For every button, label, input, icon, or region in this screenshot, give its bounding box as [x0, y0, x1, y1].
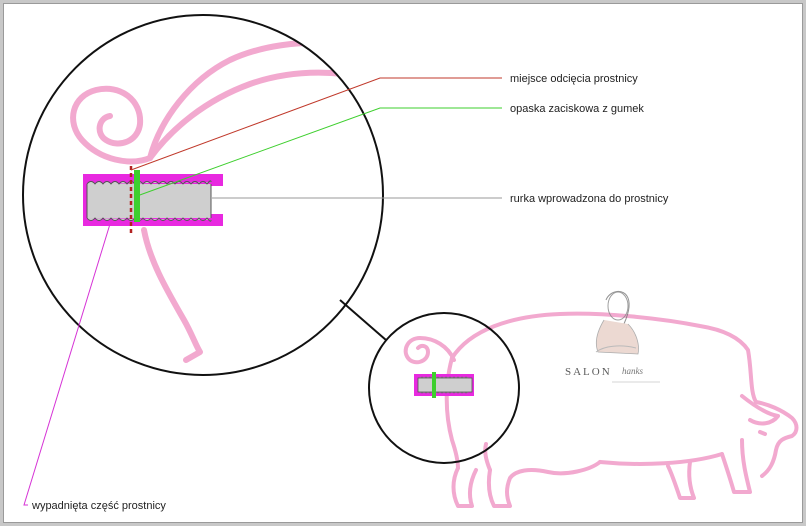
- pig-rump-line: [141, 227, 203, 363]
- small-device: [414, 372, 474, 398]
- salon-watermark-logo: SALON hanks: [565, 291, 660, 383]
- leader-cut-site: [130, 77, 502, 171]
- label-inserted-tube: rurka wprowadzona do prostnicy: [510, 193, 669, 205]
- small-magnifier-circle: [368, 312, 520, 464]
- pig-back-line: [147, 39, 343, 161]
- leader-prolapsed-part: [23, 223, 111, 506]
- label-clamp-band: opaska zaciskowa z gumek: [510, 103, 644, 115]
- pig-outline: [403, 311, 799, 508]
- tail-curl: [70, 85, 153, 165]
- label-prolapsed-part: wypadnięta część prostnicy: [31, 500, 166, 512]
- label-cut-site: miejsce odcięcia prostnicy: [510, 73, 638, 85]
- inserted-tube: [86, 180, 212, 222]
- leader-clamp-band: [136, 107, 502, 197]
- watermark-script-text: hanks: [622, 366, 643, 376]
- watermark-salon-text: SALON: [565, 366, 612, 378]
- large-magnifier: [22, 14, 384, 376]
- magnifier-connector-line: [339, 299, 387, 341]
